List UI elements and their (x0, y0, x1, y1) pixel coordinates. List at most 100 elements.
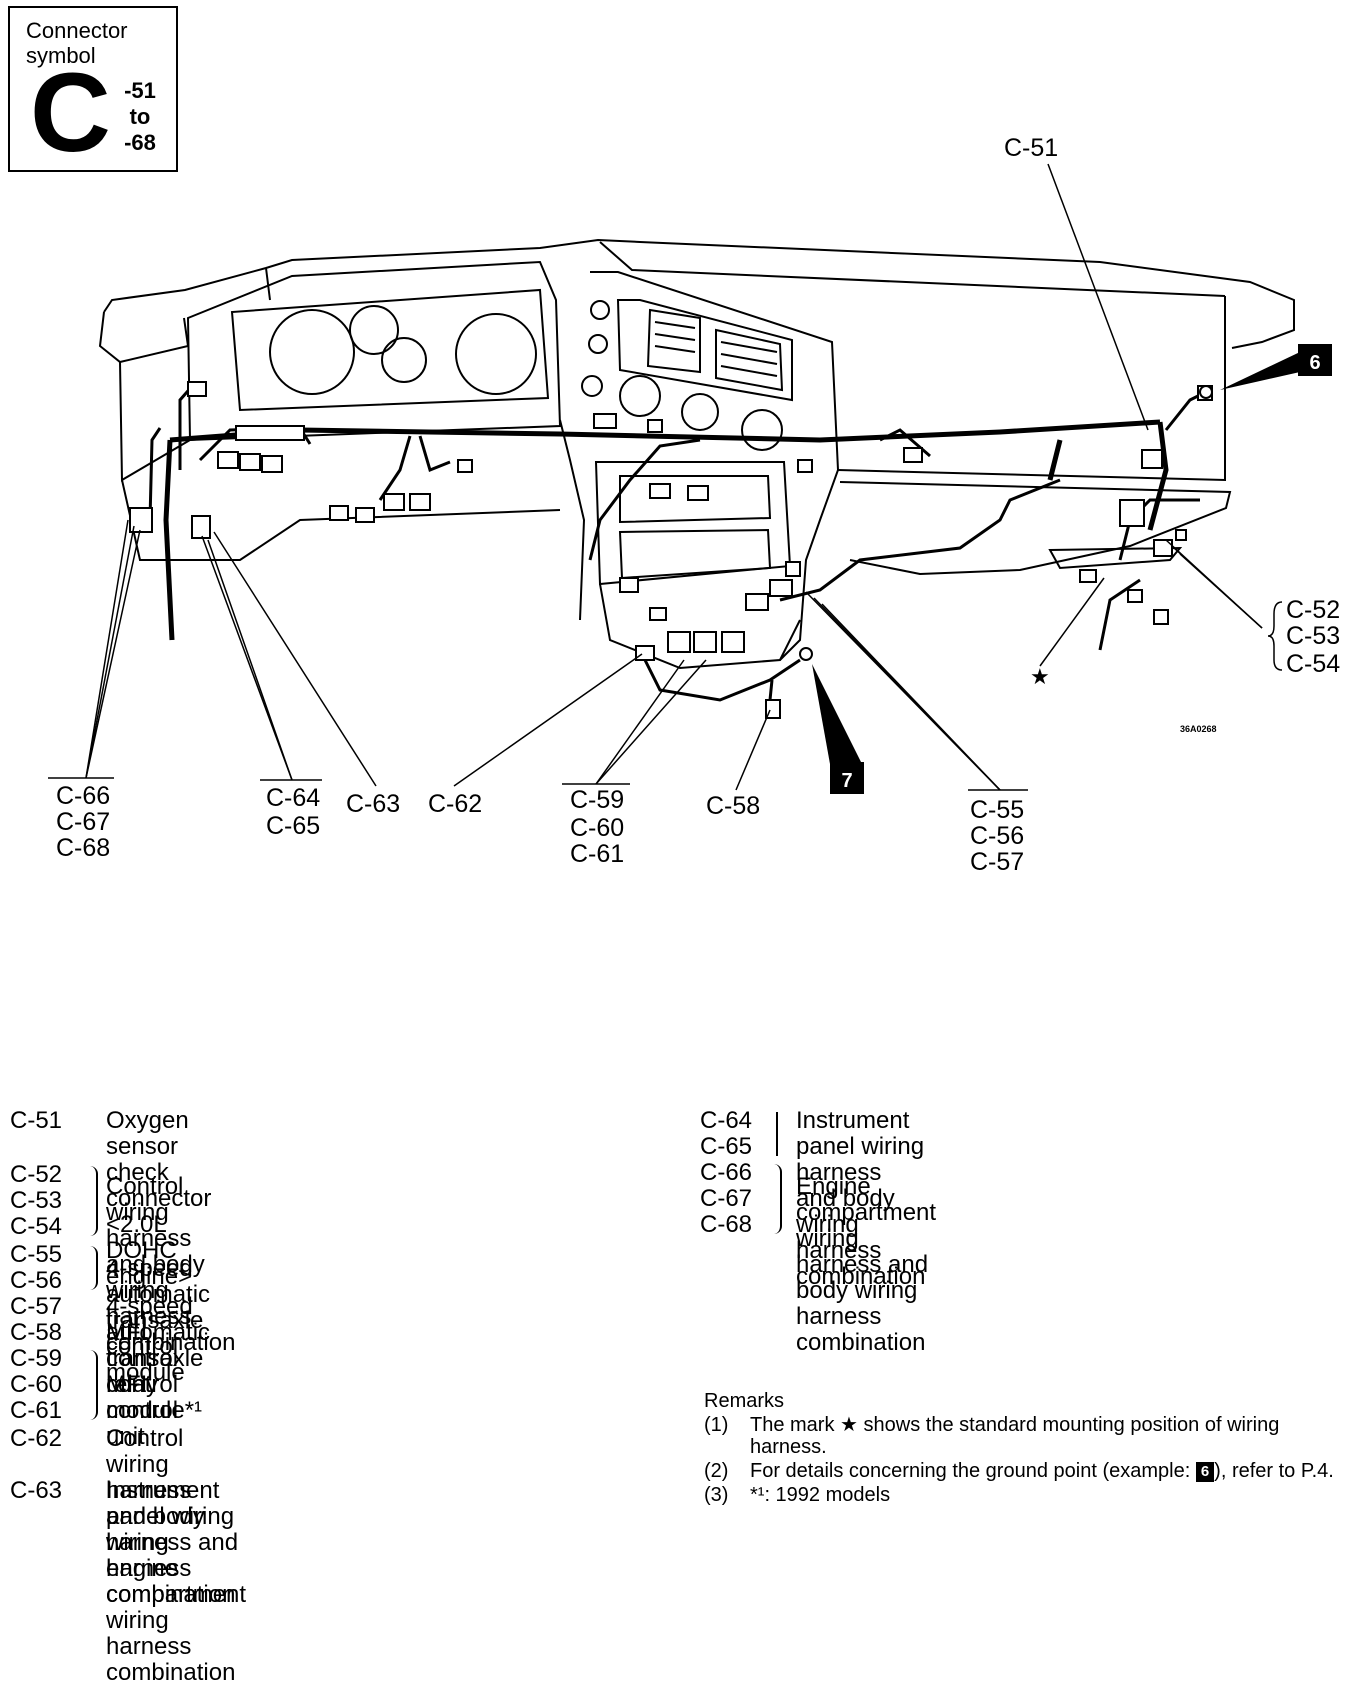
range-start: -51 (124, 78, 156, 103)
callout-c62: C-62 (428, 790, 482, 818)
remark-2-text-pre: For details concerning the ground point … (750, 1460, 1191, 1482)
legend-code: C-53 (10, 1187, 63, 1214)
range-end: -68 (124, 130, 156, 155)
star-icon: ★ (840, 1414, 858, 1436)
ground-badge-7 (830, 762, 864, 794)
remarks: Remarks (1) The mark ★ shows the standar… (704, 1390, 1354, 1508)
connector-symbol-box: Connector symbol C -51 to -68 (8, 6, 178, 172)
legend-text-line: wiring harness combination (796, 1211, 926, 1290)
callout-c51: C-51 (1004, 134, 1058, 162)
callout-c52: C-52 (1286, 596, 1340, 624)
legend-code: C-59 (10, 1345, 63, 1372)
legend-code: C-64 (700, 1107, 753, 1134)
legend-code: C-62 (10, 1425, 63, 1452)
remark-3-number: (3) (704, 1484, 729, 1506)
callout-c53: C-53 (1286, 622, 1340, 650)
legend-text: Engine compartment wiring harness and bo… (796, 1174, 936, 1356)
callout-c56: C-56 (970, 822, 1024, 850)
ground-badge-7-label: 7 (841, 770, 852, 792)
remark-2-number: (2) (704, 1460, 729, 1482)
legend-code: C-68 (700, 1211, 753, 1238)
remark-1-number: (1) (704, 1414, 729, 1436)
callout-c60: C-60 (570, 814, 624, 842)
legend-text: Instrument panel wiring harness and engi… (106, 1478, 246, 1686)
callout-c55: C-55 (970, 796, 1024, 824)
caption-line-1: Connector (26, 18, 128, 43)
legend-codes: C-62 (10, 1426, 80, 1452)
remark-1-text-post: shows the standard mounting position of … (750, 1414, 1280, 1458)
dashboard-outline (98, 238, 1295, 670)
legend-text-line: 4-speed automatic transaxle control modu… (106, 1255, 211, 1386)
legend-code: C-56 (10, 1267, 63, 1294)
legend-brace (88, 1166, 98, 1236)
callout-c65: C-65 (266, 812, 320, 840)
callout-c59: C-59 (570, 786, 624, 814)
caption-line-2: symbol (26, 43, 96, 68)
legend-codes: C-51 (10, 1108, 80, 1134)
legend-text-line: body wiring harness combination (796, 1277, 926, 1356)
legend-text-line: MFI control unit (106, 1371, 179, 1450)
legend-text-line: Instrument panel wiring harness and engi… (106, 1477, 239, 1582)
callout-c54: C-54 (1286, 650, 1340, 678)
star-mark: ★ (1030, 664, 1050, 689)
legend-code: C-55 (10, 1241, 63, 1268)
legend-code: C-67 (700, 1185, 753, 1212)
callout-c66: C-66 (56, 782, 110, 810)
legend-text-line: 4-speed automatic transaxle control modu… (106, 1293, 211, 1424)
range-mid: to (129, 104, 151, 129)
legend-code: C-58 (10, 1319, 63, 1346)
connector-range: -51 to -68 (120, 78, 160, 156)
legend-text-line: harness combination (106, 1303, 236, 1356)
legend-codes: C-58 (10, 1320, 80, 1346)
callout-c64: C-64 (266, 784, 320, 812)
legend-text-line: compartment wiring harness combination (106, 1581, 247, 1686)
legend-text: MFI control unit (106, 1372, 178, 1450)
ground-6-pointer (1220, 352, 1300, 390)
legend-codes: C-64 C-65 (700, 1108, 770, 1160)
leader-lines (48, 163, 1263, 791)
legend-codes: C-63 (10, 1478, 80, 1504)
legend-text-line: <2.0L DOHC engine> (106, 1211, 193, 1290)
remark-1-text-pre: The mark (750, 1414, 835, 1436)
remark-2: (2) For details concerning the ground po… (704, 1460, 1354, 1482)
callout-brace-c52 (1267, 601, 1283, 671)
remark-3-text: *¹: 1992 models (750, 1484, 891, 1506)
legend-brace (88, 1246, 98, 1290)
connector-symbol-caption: Connector symbol (26, 18, 166, 68)
legend-text: Oxygen sensor check connector <2.0L DOHC… (106, 1108, 211, 1290)
legend-codes: C-59 C-60 C-61 (10, 1346, 80, 1424)
callout-c68: C-68 (56, 834, 110, 862)
legend-text: Control wiring harness and body wiring h… (106, 1174, 235, 1356)
callout-c67: C-67 (56, 808, 110, 836)
connector-letter: C (30, 50, 111, 175)
connectors (129, 381, 1213, 719)
remark-1: (1) The mark ★ shows the standard mounti… (704, 1414, 1354, 1458)
legend-codes: C-57 (10, 1294, 80, 1320)
legend-code: C-57 (10, 1293, 63, 1320)
callout-c57: C-57 (970, 848, 1024, 876)
legend-code: C-60 (10, 1371, 63, 1398)
legend-code: C-52 (10, 1161, 63, 1188)
dashboard-wiring-diagram: 6 7 ★ 36A0268 C-51 C-52 C-53 C-54 C-55 C… (48, 134, 1340, 876)
legend-codes: C-52 C-53 C-54 (10, 1162, 80, 1240)
ground-badge-example: 6 (1195, 1461, 1215, 1482)
remark-3: (3) *¹: 1992 models (704, 1484, 1354, 1506)
remarks-title: Remarks (704, 1390, 785, 1412)
callout-c63: C-63 (346, 790, 400, 818)
legend-text-line: Oxygen sensor check connector (106, 1107, 212, 1212)
legend-text: MFI control relay (106, 1320, 178, 1398)
ground-badge-6-label: 6 (1309, 352, 1320, 374)
ground-7-pointer (812, 664, 862, 764)
legend-codes: C-66 C-67 C-68 (700, 1160, 770, 1238)
legend-code: C-51 (10, 1107, 63, 1134)
remark-2-text-post: ), refer to P.4. (1214, 1460, 1334, 1482)
legend-text-line: MFI control relay (106, 1319, 179, 1398)
ground-points (799, 385, 1213, 661)
image-code: 36A0268 (1180, 724, 1217, 734)
legend-text: 4-speed automatic transaxle control modu… (106, 1294, 210, 1424)
legend-text: Instrument panel wiring harness and body… (796, 1108, 925, 1290)
legend-code: C-63 (10, 1477, 63, 1504)
legend-codes: C-55 C-56 (10, 1242, 80, 1294)
legend-text-line: Instrument panel wiring harness and body (796, 1107, 925, 1212)
legend-brace (772, 1112, 778, 1156)
